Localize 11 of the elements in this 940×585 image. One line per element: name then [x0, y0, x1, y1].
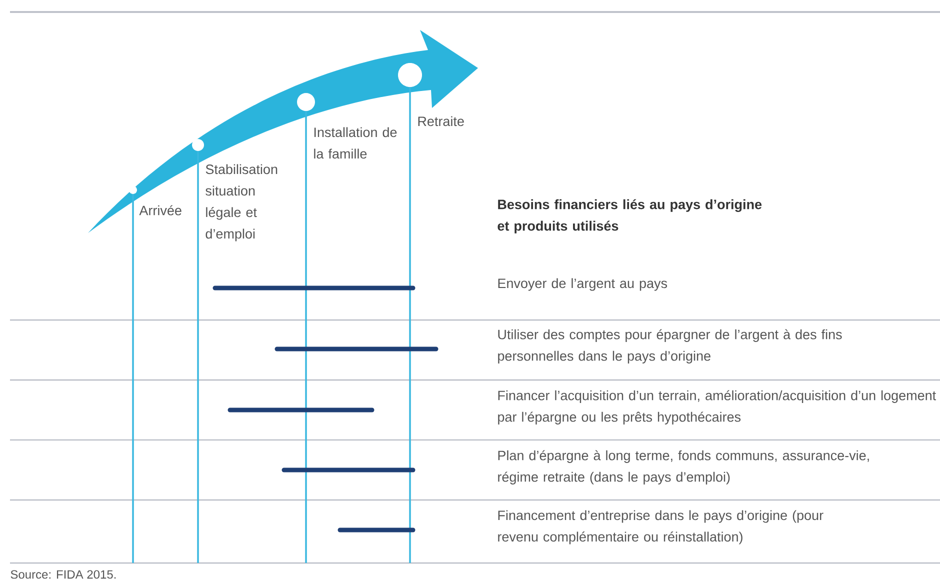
need-label: Financer l’acquisition d’un terrain, amélioration/acquisition d’un logement par l’épargne ou les prêts hypothécaires	[498, 390, 936, 424]
stage-label: Stabilisation situation légale et d’emploi	[206, 164, 278, 242]
need-label: Envoyer de l’argent au pays	[498, 278, 668, 291]
need-label: Financement d’entreprise dans le pays d’origine (pour revenu complémentaire ou réinstallation)	[498, 510, 824, 544]
source-note: Source: FIDA 2015.	[10, 570, 116, 579]
need-label: Utiliser des comptes pour épargner de l’argent à des fins personnelles dans le pays d’origine	[498, 329, 842, 364]
stage-label: Installation de la famille	[314, 127, 397, 159]
need-label: Plan d’épargne à long terme, fonds communs, assurance-vie, régime retraite (dans le pays d’emploi)	[498, 450, 869, 484]
column-heading: Besoins financiers liés au pays d’origine et produits utilisés	[498, 199, 762, 234]
stage-label: Arrivée	[139, 205, 182, 216]
stage-label: Retraite	[418, 116, 464, 126]
